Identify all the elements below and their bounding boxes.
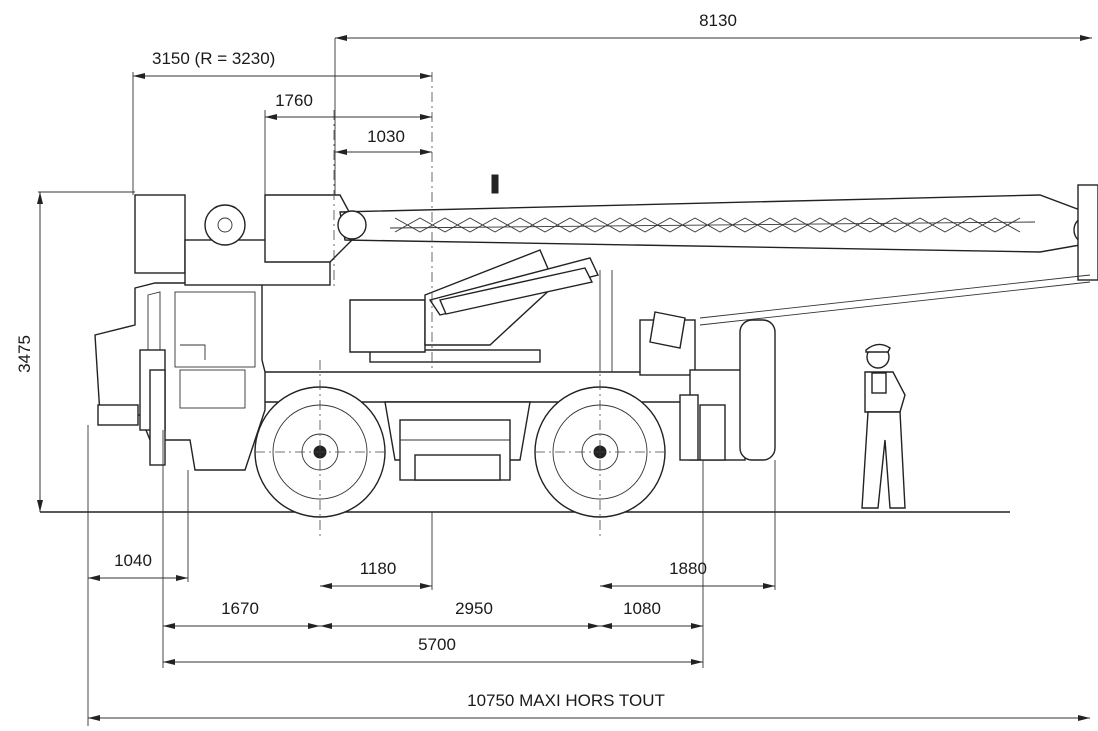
dim-label-1760: 1760: [275, 91, 313, 110]
dim-label-1080: 1080: [623, 599, 661, 618]
dim-label-2950: 2950: [455, 599, 493, 618]
dim-label-1040: 1040: [114, 551, 152, 570]
crane-vehicle: [94, 174, 1098, 518]
dim-label-overall-length: 10750 MAXI HORS TOUT: [467, 691, 665, 710]
dim-label-3150-r3230: 3150 (R = 3230): [152, 49, 275, 68]
dim-label-5700: 5700: [418, 635, 456, 654]
dim-label-1880: 1880: [669, 559, 707, 578]
dim-label-3475: 3475: [15, 335, 34, 373]
human-figure-scale: [861, 343, 906, 509]
dim-label-1180: 1180: [360, 559, 397, 578]
dim-label-1030: 1030: [367, 127, 405, 146]
boom: [337, 174, 1098, 281]
dim-label-8130: 8130: [699, 11, 737, 30]
dim-label-1670: 1670: [221, 599, 259, 618]
dimension-lines: [37, 35, 1092, 721]
projection-lines: [38, 38, 776, 726]
